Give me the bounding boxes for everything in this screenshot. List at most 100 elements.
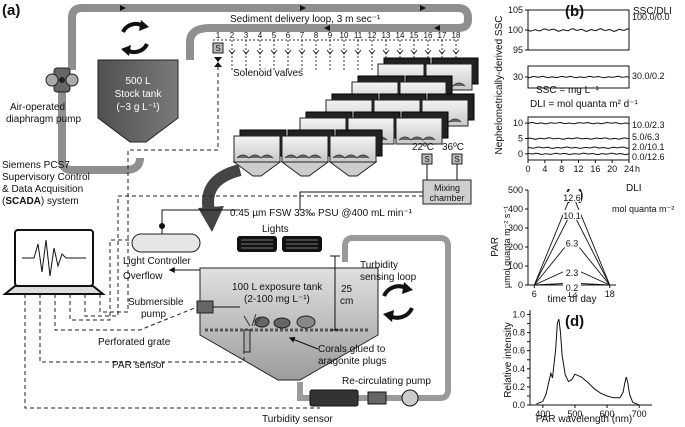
- scada-label-1: Siemens PCS7: [2, 160, 70, 171]
- exposure-label-1: 100 L exposure tank: [232, 282, 323, 293]
- valve-number: 2: [230, 31, 235, 40]
- valve-number: 3: [244, 31, 249, 40]
- panel-b-xtick-label: 20: [607, 164, 617, 174]
- panel-c-ytick-label: 400: [508, 204, 523, 214]
- panel-c-dli-2: mol quanta m⁻²: [612, 204, 674, 214]
- panel-a-label: (a): [2, 2, 20, 19]
- panel-c-series-label: 2.3: [566, 268, 579, 278]
- aquarium-corals: [236, 154, 274, 159]
- panel-d-ytick-label: 0.0: [512, 400, 525, 410]
- panel-b-ytick-label: 30: [513, 72, 523, 82]
- temp-valve-22-s: S: [424, 155, 429, 164]
- loop-flow-arrows: [120, 5, 440, 31]
- circulation-icon: [121, 20, 149, 56]
- panel-c-ytick-label: 0: [518, 280, 523, 290]
- flow-big-arrow-head: [198, 206, 224, 232]
- scada-label-2: Supervisory Control: [2, 172, 90, 183]
- corals-label-2: aragonite plugs: [318, 356, 386, 367]
- fsw-label: 0.45 µm FSW 33‰ PSU @400 mL min⁻¹: [230, 208, 413, 219]
- valve-arrow: [340, 49, 348, 55]
- panel-b-xtick-label: 16: [590, 164, 600, 174]
- panel-d-label: (d): [565, 313, 584, 330]
- panel-b-ytick-label: 10: [513, 118, 523, 128]
- panel-d-ytick-label: 0.2: [512, 382, 525, 392]
- pump-label-2: diaphragm pump: [6, 114, 81, 125]
- depth-label-2: cm: [340, 296, 353, 307]
- turbidity-loop-pipe: [297, 235, 451, 401]
- panel-b-ytick-label: 95: [513, 45, 523, 55]
- panel-b-series-label: 30.0/0.2: [632, 71, 665, 81]
- panel-c-ytick-label: 300: [508, 223, 523, 233]
- panel-b-ytick-label: 5: [518, 134, 523, 144]
- panel-b-series-line: [527, 121, 630, 125]
- panel-d-frame: [529, 310, 652, 406]
- panel-b-series-line: [527, 28, 630, 32]
- panel-b-series-label: 10.0/2.3: [632, 120, 665, 130]
- panel-b-series-line: [527, 137, 630, 140]
- depth-label-1: 25: [341, 284, 353, 295]
- recirc-pump-icon: [367, 391, 387, 405]
- aquarium-corals: [398, 136, 436, 141]
- panel-c-label-bg: [563, 191, 581, 202]
- panel-c: (c) DLI mol quanta m⁻² PAR µmol quanta m…: [490, 183, 674, 305]
- valve-arrow: [270, 49, 278, 55]
- valve-number: 5: [272, 31, 277, 40]
- mixing-label-1: Mixing: [434, 183, 460, 193]
- par-sensor-label: PAR sensor: [112, 360, 165, 371]
- panel-c-ytick-label: 500: [508, 185, 523, 195]
- light-controller: [131, 233, 201, 253]
- valve-arrow: [326, 49, 334, 55]
- lights-icon: [237, 236, 322, 252]
- lights-label: Lights: [262, 224, 289, 235]
- sediment-loop-pipe: [68, 4, 472, 70]
- control-wiring: [24, 66, 423, 409]
- turbidity-loop-label-2: sensing loop: [360, 272, 417, 283]
- panel-b-xtick-label: 12: [573, 164, 583, 174]
- valve-arrow: [284, 49, 292, 55]
- scada-label-4: (SCADA) system: [2, 196, 79, 207]
- valve-arrow: [228, 49, 236, 55]
- panel-d-ytick-label: 0.4: [512, 364, 525, 374]
- scada-label-3: & Data Acquisition: [2, 184, 83, 195]
- panel-b-eq1: SSC = mg L⁻¹: [536, 85, 599, 96]
- valve-number: 15: [410, 31, 419, 40]
- valve-arrow: [312, 49, 320, 55]
- overflow-label: Overflow: [123, 271, 163, 282]
- corals-icon: [243, 313, 316, 329]
- valve-number: 11: [354, 31, 363, 40]
- turbidity-sensor-icon: [309, 389, 359, 407]
- valve-number: 13: [382, 31, 391, 40]
- valve-number: 16: [424, 31, 433, 40]
- turbidity-circulation-icon: [382, 282, 414, 322]
- panel-b-xtick-label: 8: [559, 164, 564, 174]
- panel-d-xlabel: PAR wavelength (nm): [536, 414, 633, 425]
- aquarium: [395, 117, 443, 145]
- valve-number: 18: [452, 31, 461, 40]
- panel-c-series-label: 6.3: [566, 238, 579, 248]
- valve-arrow: [410, 49, 418, 55]
- panel-d-ytick-label: 0.6: [512, 346, 525, 356]
- panel-b-series-label: 100.0/0.0: [632, 12, 670, 22]
- submersible-label-2: pump: [141, 309, 166, 320]
- panel-b-header: SSC/DLI: [633, 6, 672, 17]
- panel-b-series-label: 5.0/6.3: [632, 132, 660, 142]
- panel-d-xtick-label: 400: [535, 409, 550, 419]
- diaphragm-pump-icon: [45, 67, 79, 93]
- aquarium-cone: [232, 161, 282, 177]
- panel-b-label: (b): [565, 3, 584, 20]
- valve-number: 12: [368, 31, 377, 40]
- panel-d-ytick-label: 0.8: [512, 328, 525, 338]
- aquarium: [329, 135, 377, 163]
- panel-b-ytick-label: 105: [508, 5, 523, 15]
- panel-d-spectrum-line: [536, 318, 640, 406]
- temp-lines: [426, 164, 458, 180]
- exposure-label-2: (2-100 mg L⁻¹): [244, 294, 310, 305]
- panel-b-xtick-label: 24: [624, 164, 634, 174]
- depth-marker: [330, 255, 340, 331]
- panel-c-ytick-label: 100: [508, 261, 523, 271]
- valve-number: 17: [438, 31, 447, 40]
- valve-arrow: [368, 49, 376, 55]
